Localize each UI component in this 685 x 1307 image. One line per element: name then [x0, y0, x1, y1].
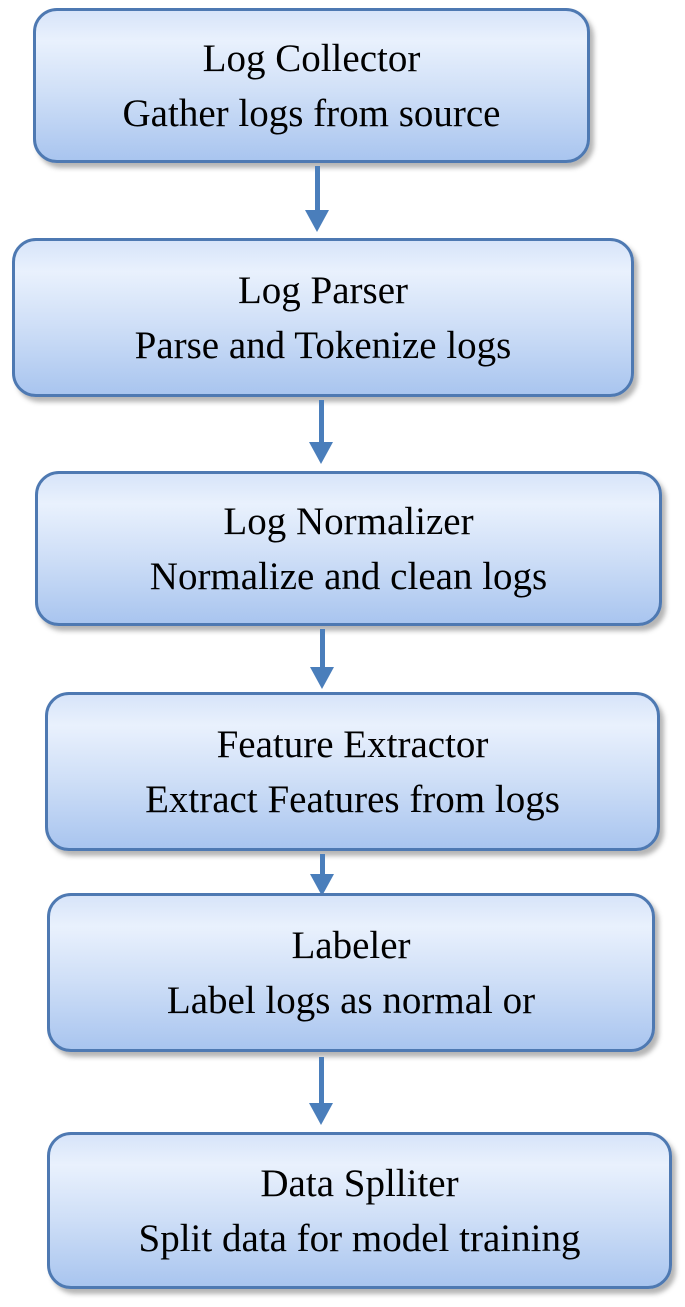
node-subtitle: Split data for model training: [138, 1216, 581, 1260]
arrow-head-icon: [305, 210, 329, 232]
node-subtitle: Gather logs from source: [122, 91, 501, 135]
arrow-head-icon: [309, 442, 333, 464]
arrow-head-icon: [310, 874, 334, 896]
flow-node-log-normalizer: Log Normalizer Normalize and clean logs: [35, 471, 662, 626]
flow-node-log-parser: Log Parser Parse and Tokenize logs: [12, 238, 634, 397]
arrow-stem: [318, 1057, 324, 1103]
node-title: Data Splliter: [260, 1161, 459, 1205]
flow-node-data-splliter: Data Splliter Split data for model train…: [47, 1132, 672, 1289]
node-title: Feature Extractor: [216, 722, 489, 766]
node-title: Log Collector: [202, 36, 421, 80]
arrow-head-icon: [310, 667, 334, 689]
arrow-stem: [314, 166, 320, 210]
node-subtitle: Normalize and clean logs: [149, 554, 548, 598]
flow-node-log-collector: Log Collector Gather logs from source: [33, 8, 590, 163]
arrow-head-icon: [309, 1103, 333, 1125]
flow-arrow-down-3: [310, 629, 334, 689]
arrow-stem: [319, 854, 325, 874]
flow-arrow-down-1: [305, 166, 329, 232]
flow-node-labeler: Labeler Label logs as normal or: [47, 893, 655, 1052]
flow-node-feature-extractor: Feature Extractor Extract Features from …: [45, 692, 660, 851]
arrow-stem: [318, 400, 324, 442]
flow-arrow-down-2: [309, 400, 333, 464]
arrow-stem: [319, 629, 325, 667]
node-title: Labeler: [291, 923, 411, 967]
node-subtitle: Label logs as normal or: [166, 978, 536, 1022]
node-subtitle: Parse and Tokenize logs: [134, 323, 512, 367]
flow-arrow-down-5: [309, 1057, 333, 1125]
flow-arrow-down-4: [310, 854, 334, 896]
node-title: Log Parser: [237, 268, 409, 312]
node-title: Log Normalizer: [223, 499, 474, 543]
node-subtitle: Extract Features from logs: [145, 777, 560, 821]
